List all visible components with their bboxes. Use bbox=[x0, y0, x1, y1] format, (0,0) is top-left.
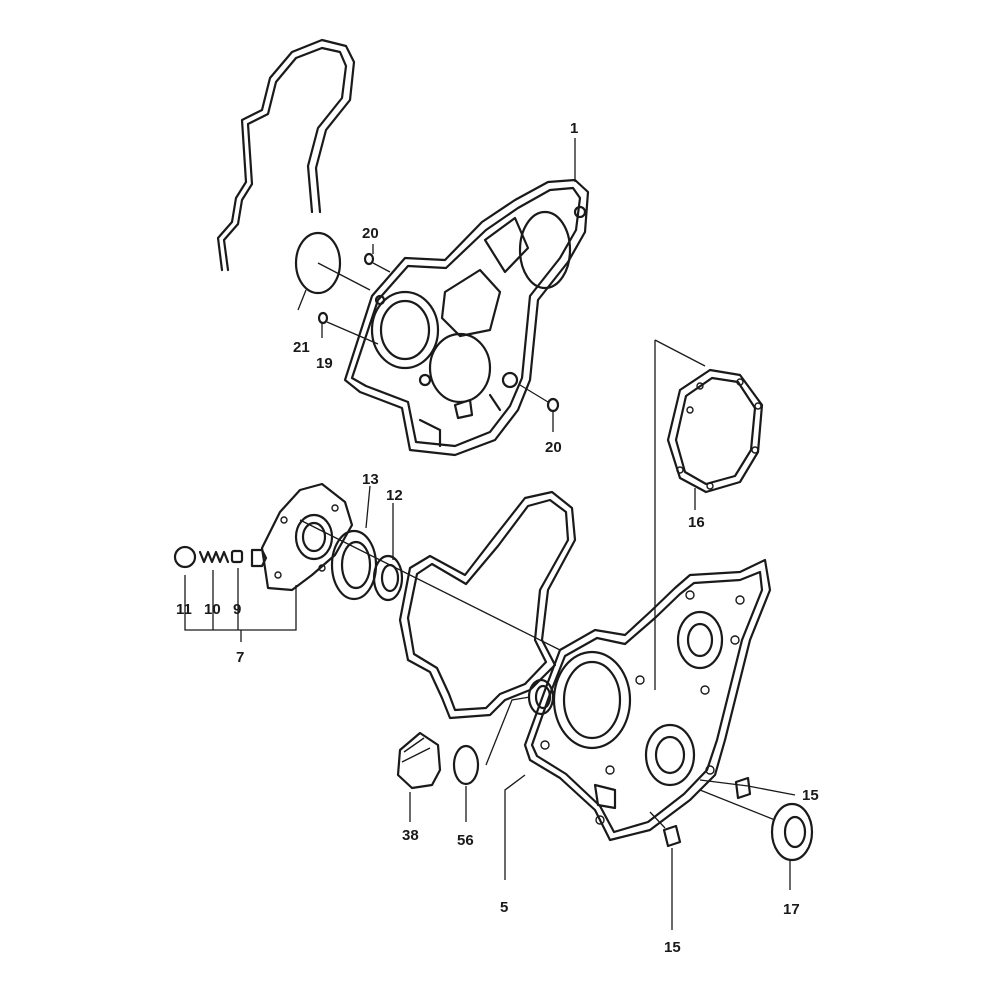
label-part-56: 56 bbox=[457, 832, 474, 849]
part-15-plug-right bbox=[734, 776, 752, 800]
part-1-rear-plate bbox=[343, 178, 590, 457]
part-10-spring bbox=[198, 550, 230, 564]
part-5-front-case bbox=[523, 558, 772, 842]
oil-seal bbox=[527, 678, 555, 716]
part-56-o-ring bbox=[452, 744, 480, 786]
label-part-15-bottom: 15 bbox=[664, 939, 681, 956]
label-part-1: 1 bbox=[570, 120, 578, 137]
part-38-cap bbox=[396, 731, 442, 790]
label-part-5: 5 bbox=[500, 899, 508, 916]
part-21-o-ring bbox=[294, 231, 342, 295]
part-20-ring-upper bbox=[363, 252, 375, 266]
label-part-20-upper: 20 bbox=[362, 225, 379, 242]
part-13-outer-rotor bbox=[330, 529, 378, 601]
label-part-12: 12 bbox=[386, 487, 403, 504]
part-9-valve bbox=[230, 548, 268, 568]
part-12-inner-rotor bbox=[372, 554, 404, 602]
label-part-9: 9 bbox=[233, 601, 241, 618]
part-7-oil-pump bbox=[260, 482, 354, 592]
label-part-15-right: 15 bbox=[802, 787, 819, 804]
part-16-cover bbox=[666, 368, 764, 494]
label-part-7: 7 bbox=[236, 649, 244, 666]
label-part-20-lower: 20 bbox=[545, 439, 562, 456]
label-part-10: 10 bbox=[204, 601, 221, 618]
part-19-ring bbox=[317, 311, 329, 325]
label-part-11: 11 bbox=[176, 601, 192, 618]
label-part-21: 21 bbox=[293, 339, 310, 356]
part-20-ring-lower bbox=[546, 397, 560, 413]
part-11-plug bbox=[173, 545, 197, 569]
label-part-17: 17 bbox=[783, 901, 800, 918]
label-part-38: 38 bbox=[402, 827, 419, 844]
upper-gasket bbox=[216, 38, 356, 272]
part-15-plug-bottom bbox=[662, 824, 682, 848]
middle-gasket bbox=[398, 490, 577, 720]
part-17-seal bbox=[770, 802, 814, 862]
label-part-13: 13 bbox=[362, 471, 379, 488]
label-part-19: 19 bbox=[316, 355, 333, 372]
label-part-16: 16 bbox=[688, 514, 705, 531]
